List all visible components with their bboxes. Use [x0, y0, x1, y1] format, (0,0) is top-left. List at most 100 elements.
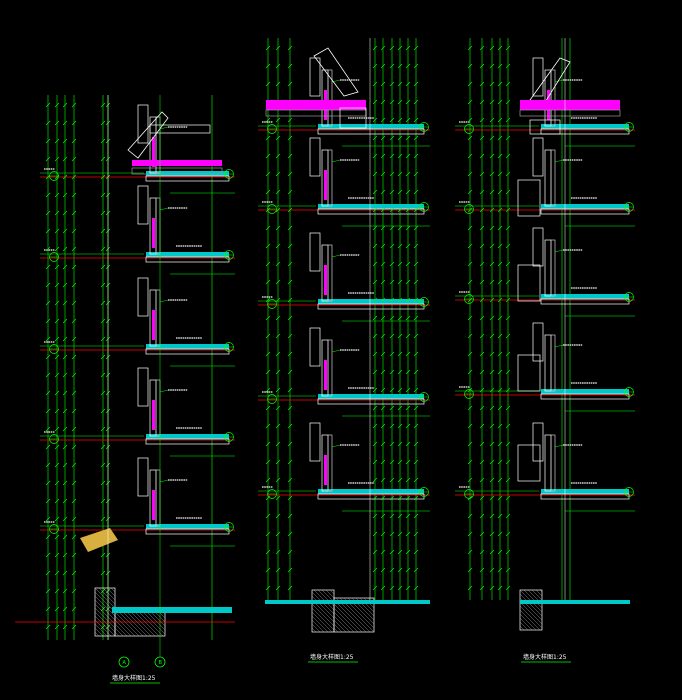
dimension-tick: [71, 300, 77, 306]
dimension-tick: [397, 63, 403, 69]
hatch-line: [333, 611, 355, 633]
hatch-line: [94, 623, 108, 637]
window-frame: [532, 227, 544, 267]
hatch-line: [122, 611, 148, 637]
dimension-tick: [71, 588, 77, 594]
dimension-tick: [54, 156, 60, 162]
dimension-tick: [372, 81, 378, 87]
dimension-tick: [45, 228, 51, 234]
dimension-tick: [479, 171, 485, 177]
window-frame: [137, 104, 149, 144]
dimension-tick: [405, 45, 411, 51]
dimension-tick: [389, 585, 395, 591]
dimension-tick: [265, 45, 271, 51]
dimension-tick: [372, 477, 378, 483]
roof-beam: [339, 107, 367, 129]
hatch-line: [333, 619, 347, 633]
dimension-tick: [505, 441, 511, 447]
axis-label-a: A: [123, 660, 127, 666]
dimension-tick: [489, 531, 495, 537]
dimension-tick: [100, 354, 106, 360]
dimension-tick: [467, 333, 473, 339]
hatch-line: [138, 611, 164, 637]
leader-line: [554, 159, 564, 163]
dimension-tick: [71, 624, 77, 630]
dimension-tick: [405, 351, 411, 357]
dimension-tick: [413, 495, 419, 501]
dimension-tick: [479, 549, 485, 555]
dimension-tick: [389, 63, 395, 69]
hatch-line: [114, 615, 136, 637]
dimension-tick: [497, 261, 503, 267]
dimension-tick: [54, 408, 60, 414]
dimension-tick: [397, 297, 403, 303]
dimension-tick: [287, 207, 293, 213]
dimension-tick: [380, 207, 386, 213]
dimension-tick: [372, 135, 378, 141]
window-frame: [309, 422, 321, 462]
dimension-tick: [405, 369, 411, 375]
dimension-tick: [397, 369, 403, 375]
dimension-tick: [275, 225, 281, 231]
window-frame: [309, 232, 321, 272]
dimension-tick: [497, 405, 503, 411]
dimension-tick: [71, 336, 77, 342]
dimension-tick: [413, 549, 419, 555]
wall-section-right: [455, 38, 635, 631]
dimension-tick: [100, 336, 106, 342]
floor-slab-finish: [318, 204, 424, 209]
dimension-tick: [497, 495, 503, 501]
dimension-tick: [405, 405, 411, 411]
dimension-tick: [380, 261, 386, 267]
dimension-tick: [413, 99, 419, 105]
floor-slab-finish: [318, 394, 424, 399]
dimension-tick: [489, 459, 495, 465]
dimension-tick: [397, 279, 403, 285]
dimension-tick: [497, 549, 503, 555]
dimension-tick: [380, 513, 386, 519]
dimension-tick: [275, 495, 281, 501]
dimension-tick: [413, 459, 419, 465]
dimension-tick: [397, 243, 403, 249]
section-title-right: 墙身大样图1:25: [523, 653, 567, 661]
hatch-line: [519, 609, 541, 631]
dimension-tick: [489, 405, 495, 411]
dimension-tick: [275, 351, 281, 357]
dimension-tick: [71, 462, 77, 468]
dimension-tick: [380, 459, 386, 465]
dimension-tick: [45, 120, 51, 126]
hatch-line: [333, 615, 351, 633]
dimension-tick: [62, 138, 68, 144]
dimension-tick: [397, 261, 403, 267]
hatch-line: [311, 619, 325, 633]
dimension-tick: [380, 315, 386, 321]
dimension-tick: [489, 207, 495, 213]
dimension-tick: [71, 606, 77, 612]
hatch-line: [539, 589, 543, 593]
dimension-tick: [71, 390, 77, 396]
axis-bubble-a: [118, 656, 130, 668]
dimension-tick: [62, 408, 68, 414]
dimension-tick: [479, 279, 485, 285]
dimension-tick: [265, 423, 271, 429]
roof-slab: [265, 109, 367, 117]
dimension-tick: [505, 171, 511, 177]
dimension-tick: [389, 135, 395, 141]
dimension-tick: [275, 459, 281, 465]
dimension-tick: [467, 531, 473, 537]
floor-slab-finish: [146, 524, 229, 529]
dimension-tick: [380, 297, 386, 303]
floor-slab-finish: [541, 489, 629, 494]
hatch-line: [519, 625, 525, 631]
dimension-tick: [62, 174, 68, 180]
dimension-tick: [380, 45, 386, 51]
dimension-tick: [45, 246, 51, 252]
dimension-tick: [397, 549, 403, 555]
dimension-tick: [62, 192, 68, 198]
dimension-tick: [479, 459, 485, 465]
dimension-tick: [62, 228, 68, 234]
dimension-tick: [71, 516, 77, 522]
floor-slab-finish: [146, 252, 229, 257]
dimension-tick: [497, 297, 503, 303]
hatch-line: [114, 619, 132, 637]
